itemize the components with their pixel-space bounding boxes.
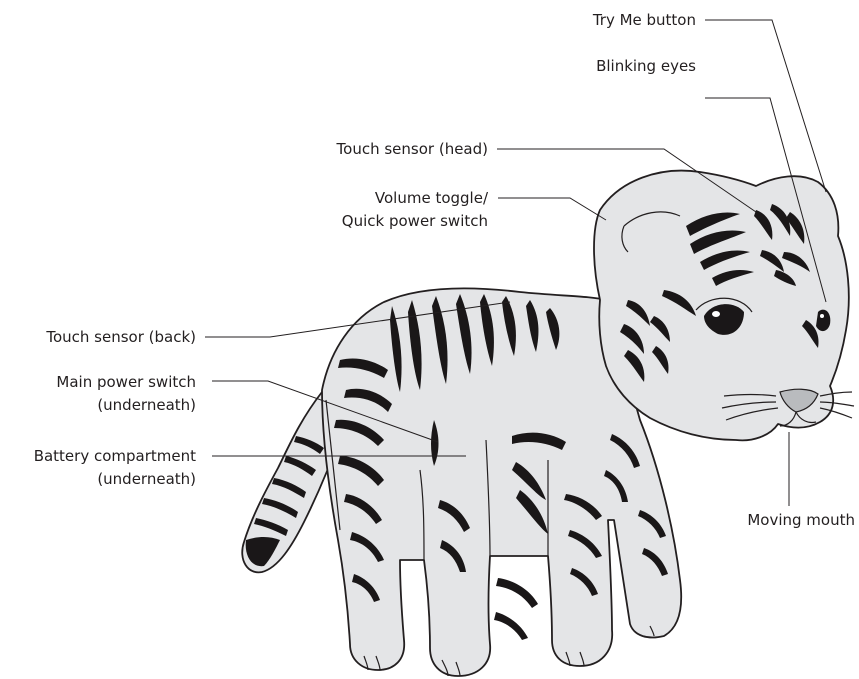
body-stripe	[494, 612, 528, 640]
label-quick-power-switch: Quick power switch	[342, 212, 488, 230]
label-main-power-switch: Main power switch	[56, 373, 196, 391]
body-stripe	[496, 578, 538, 608]
label-battery-underneath: (underneath)	[97, 470, 196, 488]
label-volume-toggle: Volume toggle/	[375, 189, 489, 207]
label-moving-mouth: Moving mouth	[747, 511, 855, 529]
leader-volume	[498, 198, 606, 220]
tiger-cub-illustration	[242, 171, 854, 676]
right-eye-highlight	[820, 314, 824, 318]
label-blinking-eyes: Blinking eyes	[596, 57, 696, 75]
label-battery-compartment: Battery compartment	[34, 447, 196, 465]
label-touch-sensor-head: Touch sensor (head)	[336, 140, 488, 158]
left-eye-highlight	[712, 311, 720, 317]
label-try-me-button: Try Me button	[592, 11, 696, 29]
label-touch-sensor-back: Touch sensor (back)	[45, 328, 196, 346]
leader-try-me	[705, 20, 826, 192]
right-eye[interactable]	[816, 310, 830, 331]
label-main-power-underneath: (underneath)	[97, 396, 196, 414]
